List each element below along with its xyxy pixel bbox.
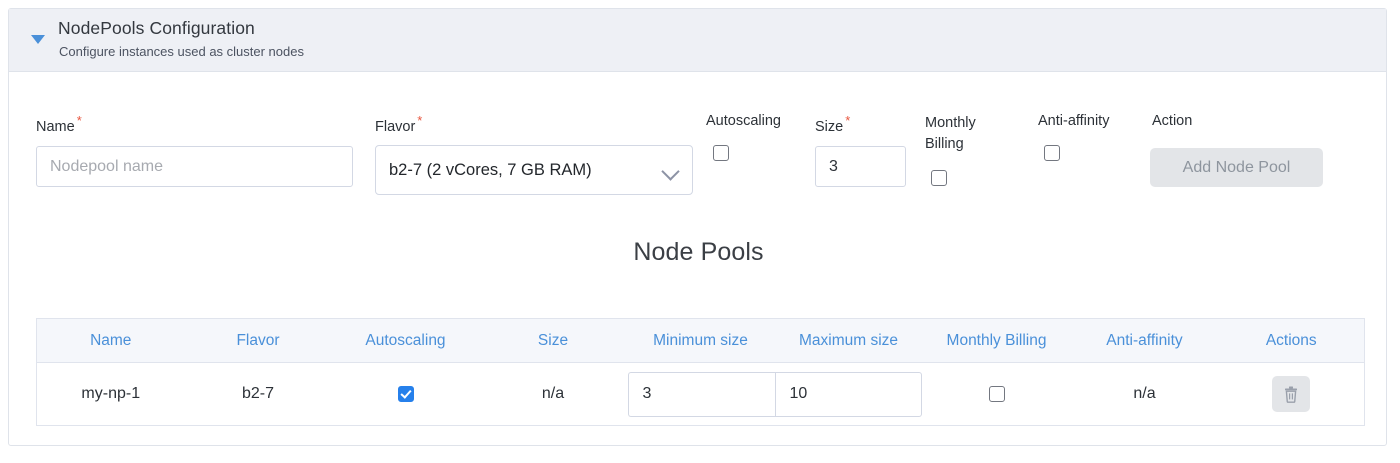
nodepools-panel: NodePools Configuration Configure instan…	[8, 8, 1387, 446]
delete-node-pool-button[interactable]	[1272, 376, 1311, 412]
row-monthly-billing-checkbox[interactable]	[988, 385, 1005, 402]
autoscaling-label-text: Autoscaling	[706, 113, 781, 129]
cell-anti-affinity: n/a	[1070, 362, 1219, 426]
flavor-required-mark: *	[417, 113, 423, 128]
cell-min-max-size	[626, 362, 923, 426]
node-pools-table: Name Flavor Autoscaling Size Minimum siz…	[36, 318, 1365, 426]
anti-affinity-checkbox[interactable]	[1044, 145, 1060, 161]
column-header-anti-affinity[interactable]: Anti-affinity	[1070, 318, 1219, 363]
flavor-select-value: b2-7 (2 vCores, 7 GB RAM)	[389, 160, 592, 179]
row-autoscaling-checkbox[interactable]	[397, 385, 414, 402]
column-header-minimum-size[interactable]: Minimum size	[626, 318, 775, 363]
nodepool-name-input[interactable]	[36, 146, 353, 187]
cell-monthly-billing	[922, 362, 1071, 426]
name-label: Name*	[36, 113, 82, 135]
maximum-size-input[interactable]	[774, 371, 922, 417]
column-header-size[interactable]: Size	[479, 318, 627, 363]
autoscaling-checkbox[interactable]	[713, 145, 729, 161]
column-header-autoscaling[interactable]: Autoscaling	[331, 318, 480, 363]
autoscaling-label: Autoscaling	[706, 113, 781, 129]
add-node-pool-button[interactable]: Add Node Pool	[1150, 148, 1323, 187]
panel-subtitle: Configure instances used as cluster node…	[59, 44, 304, 59]
size-input[interactable]	[815, 146, 906, 187]
column-header-maximum-size[interactable]: Maximum size	[774, 318, 923, 363]
action-label: Action	[1152, 113, 1192, 129]
name-required-mark: *	[76, 113, 82, 128]
anti-affinity-label: Anti-affinity	[1038, 113, 1109, 129]
monthly-billing-label: Monthly Billing	[925, 113, 976, 155]
monthly-billing-label-line1: Monthly	[925, 115, 976, 131]
row-monthly-billing-checkbox-wrap	[988, 385, 1005, 402]
cell-flavor: b2-7	[184, 362, 332, 426]
size-required-mark: *	[845, 113, 851, 128]
panel-title: NodePools Configuration	[58, 18, 255, 38]
chevron-down-icon[interactable]	[31, 35, 45, 44]
column-header-monthly-billing[interactable]: Monthly Billing	[922, 318, 1071, 363]
row-autoscaling-checkbox-wrap	[397, 385, 414, 402]
cell-actions	[1218, 362, 1365, 426]
column-header-actions[interactable]: Actions	[1218, 318, 1365, 363]
size-label: Size*	[815, 113, 850, 135]
flavor-label-text: Flavor	[375, 118, 416, 135]
node-pools-section-title: Node Pools	[633, 238, 764, 266]
trash-icon	[1285, 386, 1298, 403]
minimum-size-input[interactable]	[627, 371, 775, 417]
panel-header[interactable]: NodePools Configuration Configure instan…	[9, 9, 1386, 72]
flavor-select[interactable]: b2-7 (2 vCores, 7 GB RAM)	[375, 145, 693, 195]
size-label-text: Size	[815, 118, 844, 135]
flavor-label: Flavor*	[375, 113, 422, 135]
table-header-row: Name Flavor Autoscaling Size Minimum siz…	[36, 318, 1365, 363]
column-header-name[interactable]: Name	[36, 318, 185, 363]
cell-autoscaling	[331, 362, 480, 426]
action-label-text: Action	[1152, 113, 1193, 129]
monthly-billing-checkbox[interactable]	[931, 170, 947, 186]
column-header-flavor[interactable]: Flavor	[184, 318, 332, 363]
anti-affinity-label-text: Anti-affinity	[1038, 113, 1110, 129]
table-row: my-np-1 b2-7 n/a	[36, 362, 1365, 426]
name-label-text: Name	[36, 118, 75, 135]
cell-size: n/a	[479, 362, 627, 426]
chevron-down-icon	[662, 165, 679, 175]
monthly-billing-label-line2: Billing	[925, 136, 964, 152]
cell-name: my-np-1	[36, 362, 185, 426]
